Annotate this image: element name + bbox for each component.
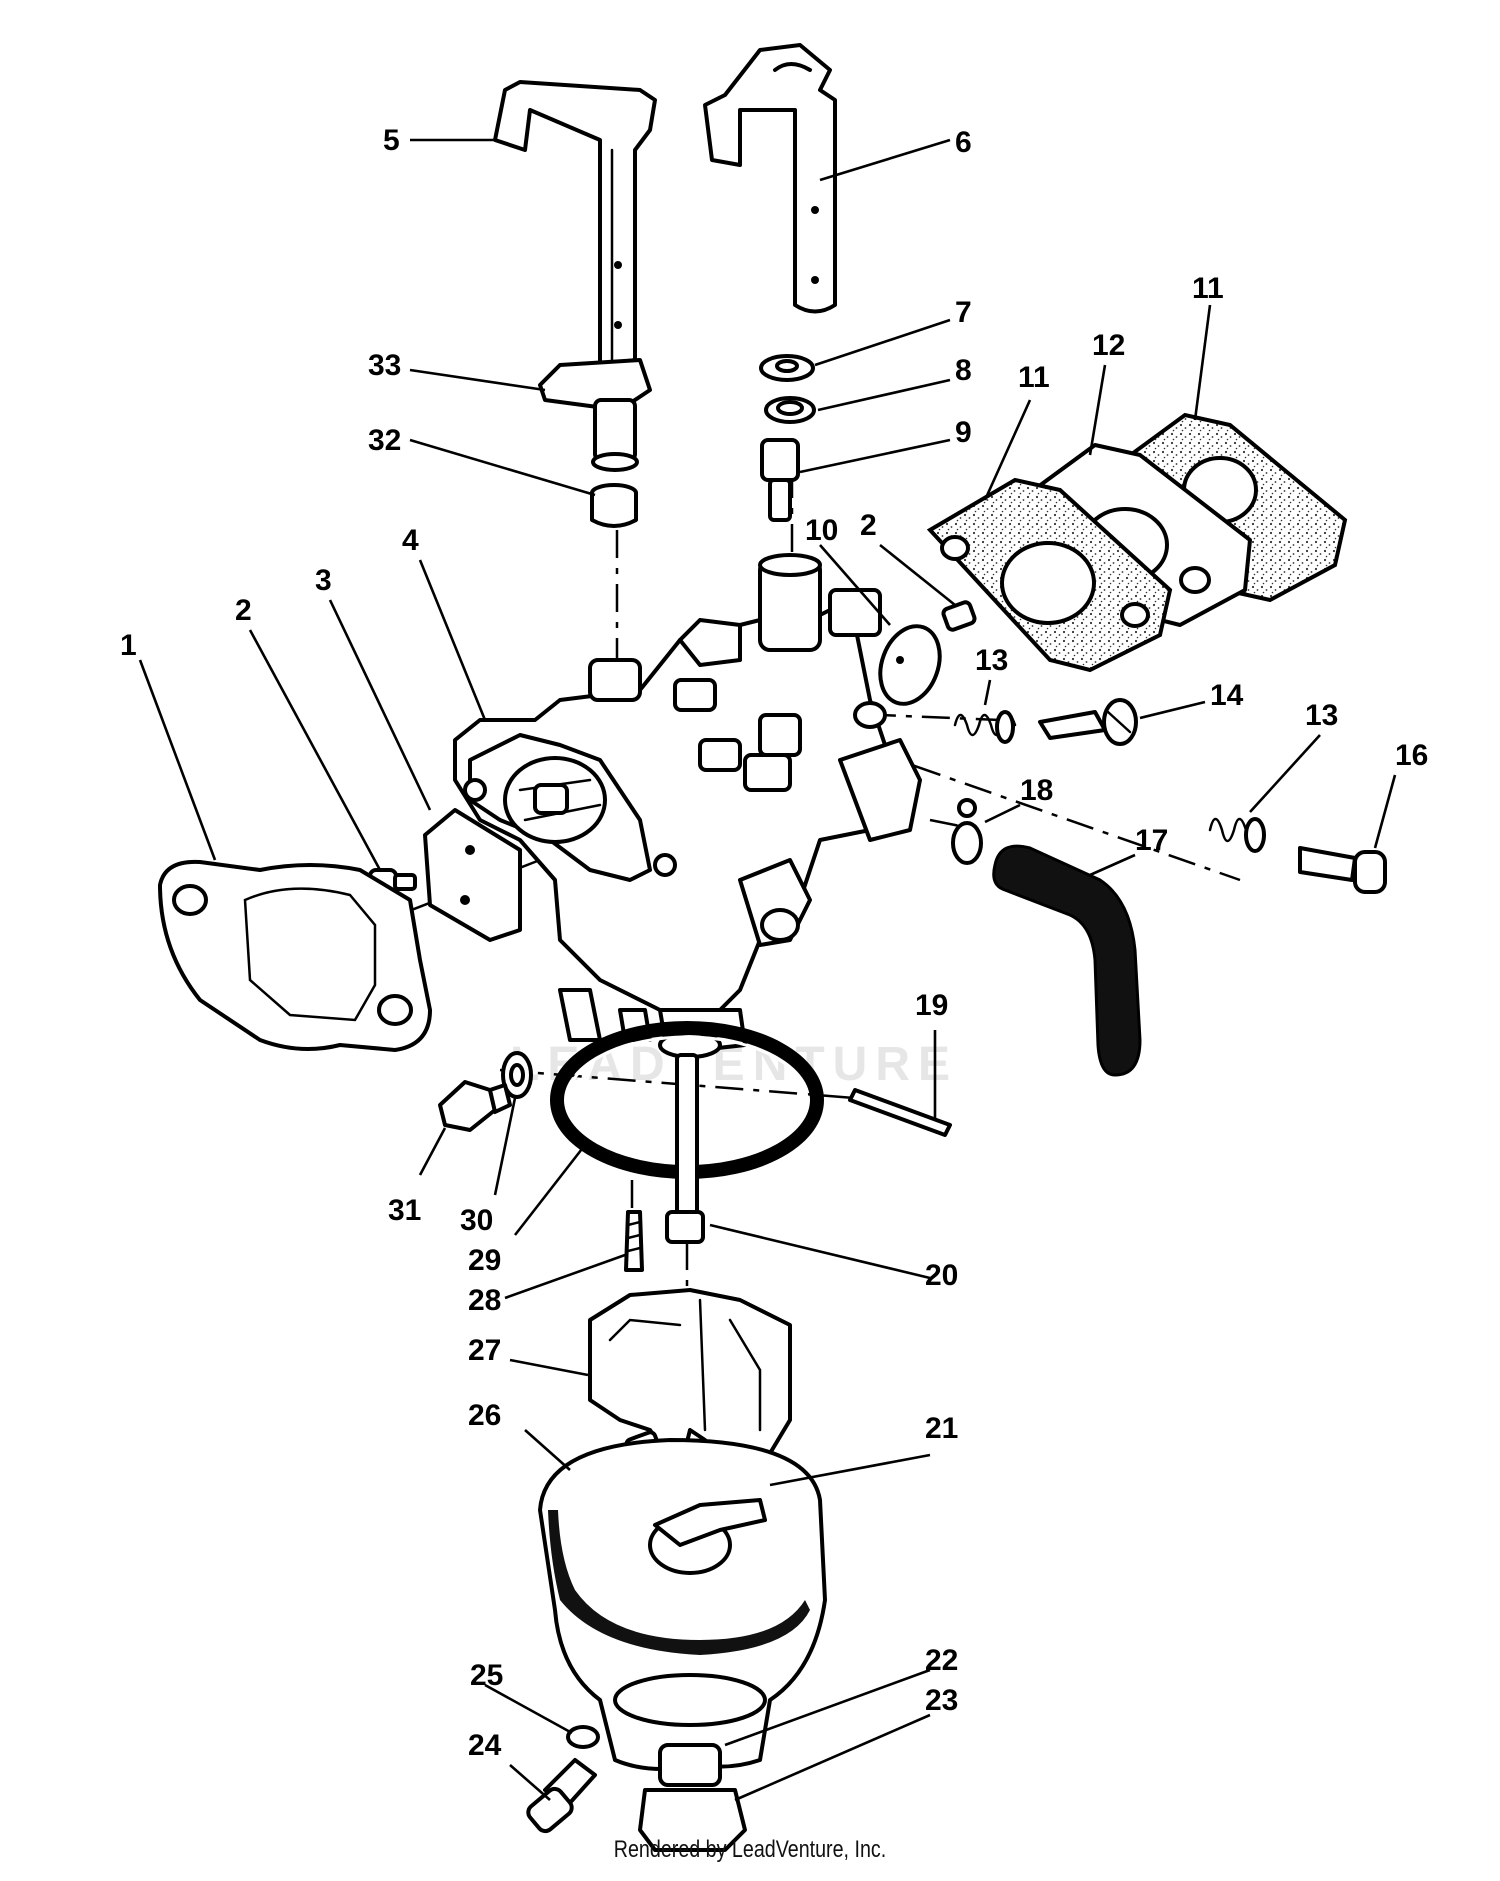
- callout-6: 6: [955, 126, 972, 159]
- render-credit: Rendered by LeadVenture, Inc.: [613, 1836, 887, 1863]
- callout-20: 20: [925, 1259, 958, 1292]
- callout-12: 12: [1092, 329, 1125, 362]
- callout-21: 21: [925, 1412, 958, 1445]
- callout-2-left: 2: [235, 594, 252, 627]
- part-mixture-screw: [1298, 846, 1387, 894]
- callout-2-right: 2: [860, 509, 877, 542]
- part-bowl-drain: [638, 1743, 747, 1852]
- part-bushing: [590, 483, 638, 528]
- part-seal: [764, 396, 816, 424]
- part-inlet-needle: [624, 1210, 644, 1272]
- callout-16: 16: [1395, 739, 1428, 772]
- callout-24: 24: [468, 1729, 502, 1762]
- callout-3: 3: [315, 564, 332, 597]
- part-float-pin: [848, 1088, 952, 1137]
- callout-22: 22: [925, 1644, 958, 1677]
- callout-11-right: 11: [1192, 272, 1224, 305]
- callout-28: 28: [468, 1284, 501, 1317]
- part-choke-plate: [878, 624, 942, 706]
- part-screw-upper: [941, 600, 977, 632]
- part-emulsion-tube: [675, 1053, 699, 1227]
- part-washer: [759, 354, 815, 382]
- part-throttle-shaft: [493, 80, 657, 367]
- callout-27: 27: [468, 1334, 501, 1367]
- callout-26: 26: [468, 1399, 501, 1432]
- callout-10: 10: [805, 514, 838, 547]
- part-idle-screw: [1038, 698, 1138, 746]
- part-choke-shaft: [703, 43, 837, 314]
- callout-19: 19: [915, 989, 948, 1022]
- callout-5: 5: [383, 124, 400, 157]
- part-spring-lower: [1208, 817, 1266, 853]
- part-bowl-screw: [526, 1758, 597, 1834]
- callout-23: 23: [925, 1684, 958, 1717]
- callout-14: 14: [1210, 679, 1244, 712]
- callout-18: 18: [1020, 774, 1053, 807]
- callout-4: 4: [402, 524, 419, 557]
- part-spring-upper: [953, 710, 1017, 744]
- callout-31: 31: [388, 1194, 421, 1227]
- callout-labels: 1 2 2 3 4 5 6 7 8 9 10 11 11 12 13 13 14…: [120, 124, 1428, 1762]
- callout-17: 17: [1135, 824, 1168, 857]
- part-choke-shutter: [423, 808, 522, 942]
- part-fuel-hose: [992, 844, 1142, 1077]
- part-spacer: [1018, 443, 1252, 627]
- part-bowl-washer: [566, 1725, 600, 1749]
- callout-33: 33: [368, 349, 401, 382]
- part-gasket-right-rear: [1106, 412, 1348, 603]
- part-gasket-left: [158, 859, 432, 1052]
- callout-32: 32: [368, 424, 401, 457]
- callout-7: 7: [955, 296, 972, 329]
- callout-13-upper: 13: [975, 644, 1008, 677]
- part-needle-screw: [438, 1080, 512, 1132]
- leader-lines: [138, 138, 1397, 1802]
- part-throttle-lever: [538, 358, 652, 472]
- callout-25: 25: [470, 1659, 503, 1692]
- callout-29: 29: [468, 1244, 501, 1277]
- callout-30: 30: [460, 1204, 493, 1237]
- part-main-jet: [665, 1210, 705, 1244]
- part-gasket-right-front: [926, 477, 1173, 673]
- part-screw: [760, 438, 800, 522]
- callout-9: 9: [955, 416, 972, 449]
- callout-13-lower: 13: [1305, 699, 1338, 732]
- part-clamp: [951, 798, 983, 865]
- callout-11-left: 11: [1018, 361, 1050, 394]
- callout-1: 1: [120, 629, 137, 662]
- part-float-bowl: [538, 1438, 827, 1771]
- part-carburetor-body: [453, 553, 922, 1059]
- part-washer-lower: [501, 1051, 533, 1099]
- callout-8: 8: [955, 354, 972, 387]
